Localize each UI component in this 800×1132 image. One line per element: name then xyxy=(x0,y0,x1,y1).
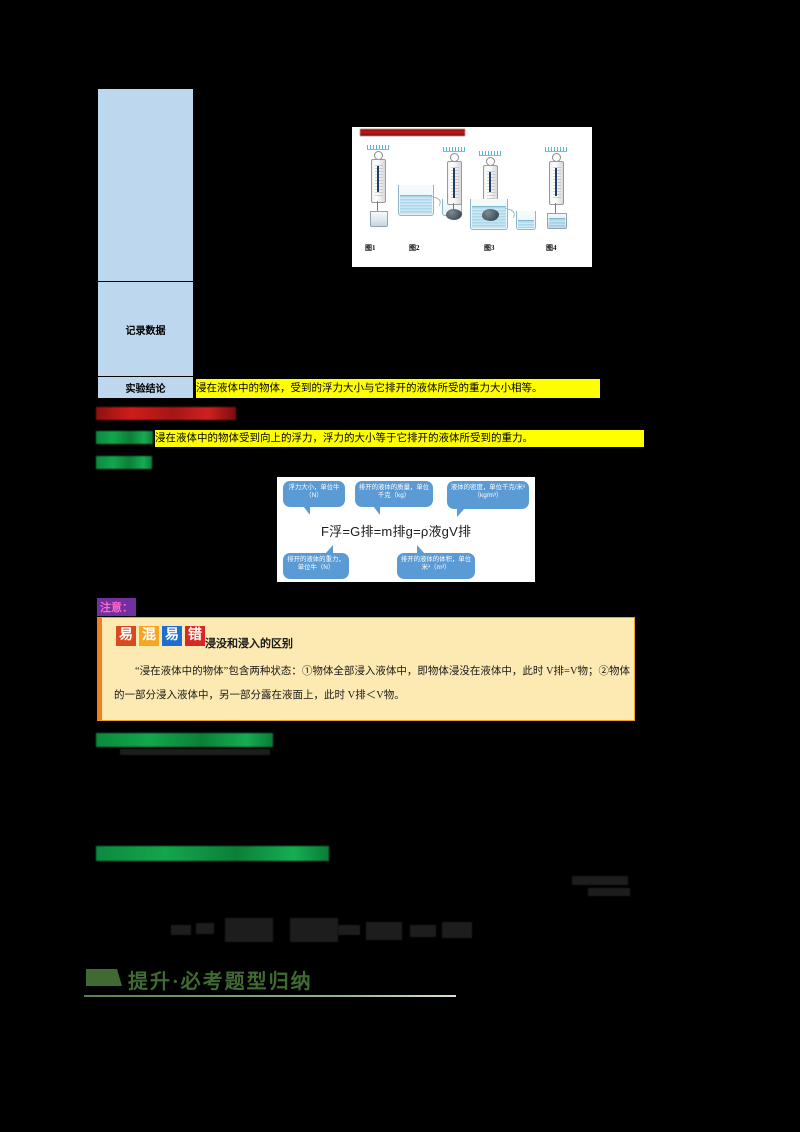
formula-callout-top-left: 浮力大小，单位牛（N） xyxy=(283,481,345,507)
formula-callout-bottom-left: 排开的液体的重力，单位牛（N） xyxy=(283,553,349,579)
formula-fragment xyxy=(290,918,338,942)
badge-group: 易 混 易 错 xyxy=(116,626,205,646)
banner-triangle-icon xyxy=(86,969,122,986)
section-two-heading-redacted xyxy=(96,407,236,420)
figure-panel: 图1 图2 xyxy=(354,139,590,265)
formula-fragment xyxy=(338,925,360,935)
table-cell-record-data: 记录数据 xyxy=(97,281,194,377)
formula-fragment xyxy=(442,922,472,938)
section-two-item-2-label-redacted xyxy=(96,456,152,469)
note-body: “浸在液体中的物体”包含两种状态：①物体全部浸入液体中，即物体浸没在液体中，此时… xyxy=(114,666,631,701)
experiment-figure: 图1 图2 xyxy=(352,127,592,267)
buoyancy-formula: F浮=G排=m排g=ρ液gV排 xyxy=(321,524,472,539)
section-banner: 提升·必考题型归纳 xyxy=(84,963,456,999)
formula-fragment xyxy=(410,925,436,937)
section-two-item-1-text: 浸在液体中的物体受到向上的浮力，浮力的大小等于它排开的液体所受到的重力。 xyxy=(155,430,644,447)
banner-rule xyxy=(84,995,456,997)
section-three-heading-redacted xyxy=(96,733,273,747)
conclusion-highlight-text: 浸在液体中的物体，受到的浮力大小与它排开的液体所受的重力大小相等。 xyxy=(196,379,600,398)
figure-label-4: 图4 xyxy=(546,244,557,252)
figure-caption-redacted xyxy=(360,129,465,136)
formula-fragment xyxy=(171,925,191,935)
banner-title: 提升·必考题型归纳 xyxy=(128,971,313,993)
badge-yi-2: 易 xyxy=(162,626,182,646)
table-row: 实验结论 xyxy=(97,376,194,399)
badge-yi-1: 易 xyxy=(116,626,136,646)
badge-hun: 混 xyxy=(139,626,159,646)
formula-callout-top-center: 排开的液体的质量，单位千克（kg） xyxy=(355,481,433,507)
note-label: 注意： xyxy=(97,598,136,616)
table-cell-conclusion: 实验结论 xyxy=(97,376,194,399)
figure-label-3: 图3 xyxy=(484,244,495,252)
figure-label-2: 图2 xyxy=(409,244,420,252)
formula-fragment xyxy=(572,876,628,885)
formula-callout-bottom-right: 排开的液体的体积，单位米³（m³） xyxy=(397,553,475,579)
badge-cuo: 错 xyxy=(185,626,205,646)
table-cell-blank xyxy=(97,88,194,282)
note-title: 浸没和浸入的区别 xyxy=(205,638,293,650)
section-three-subtext-redacted xyxy=(120,749,270,755)
table-row xyxy=(97,88,194,282)
experiment-table: 记录数据 实验结论 xyxy=(97,88,194,399)
section-two-item-1-label-redacted xyxy=(96,431,153,444)
formula-fragment xyxy=(588,888,630,896)
figure-label-1: 图1 xyxy=(365,244,376,252)
buoyancy-formula-figure: 浮力大小，单位牛（N） 排开的液体的质量，单位千克（kg） 液体的密度，单位千克… xyxy=(277,477,535,582)
formula-fragment xyxy=(196,923,214,934)
table-row: 记录数据 xyxy=(97,281,194,377)
section-three-subheading-redacted xyxy=(96,846,329,861)
formula-callout-top-right: 液体的密度，单位千克/米³（kg/m³） xyxy=(447,481,529,509)
formula-fragment xyxy=(225,918,273,942)
formula-fragment xyxy=(366,922,402,940)
easy-confusion-box: 易 混 易 错 浸没和浸入的区别 “浸在液体中的物体”包含两种状态：①物体全部浸… xyxy=(97,617,635,721)
